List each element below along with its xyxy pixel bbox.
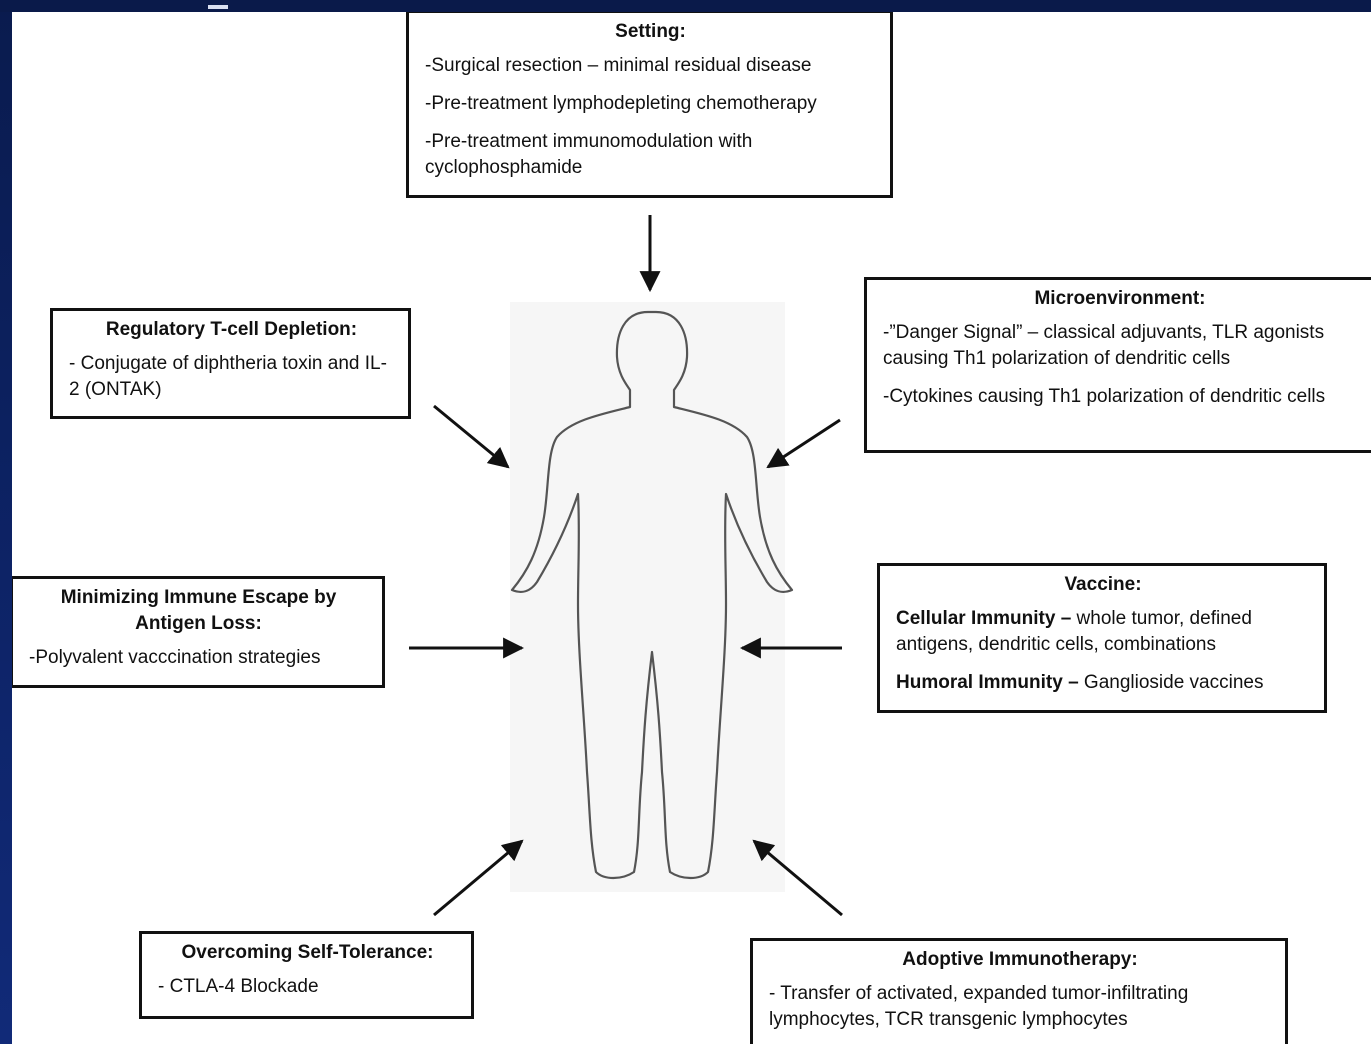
arrow-icon	[433, 839, 524, 917]
vaccine-box: Vaccine: Cellular Immunity – whole tumor…	[877, 563, 1327, 713]
immune-escape-box: Minimizing Immune Escape by Antigen Loss…	[12, 576, 385, 688]
title-remnant	[208, 5, 228, 9]
micro-item: -”Danger Signal” – classical adjuvants, …	[883, 322, 1325, 369]
escape-item: -Polyvalent vacccination strategies	[29, 647, 321, 668]
figure-backdrop	[510, 302, 785, 892]
arrow-icon	[752, 839, 843, 917]
adoptive-item: - Transfer of activated, expanded tumor-…	[769, 983, 1189, 1030]
treg-title: Regulatory T-cell Depletion:	[105, 319, 358, 340]
micro-item: -Cytokines causing Th1 polarization of d…	[883, 386, 1326, 407]
micro-title: Microenvironment:	[1034, 288, 1206, 309]
tolerance-title: Overcoming Self-Tolerance:	[181, 942, 434, 963]
setting-item: -Surgical resection – minimal residual d…	[425, 55, 812, 76]
arrow-icon	[766, 418, 841, 469]
vaccine-humoral: Humoral Immunity – Ganglioside vaccines	[896, 670, 1310, 696]
treg-item: - Conjugate of diphtheria toxin and IL-2…	[69, 353, 387, 400]
diagram-art	[409, 215, 843, 917]
adoptive-title: Adoptive Immunotherapy:	[902, 949, 1138, 970]
vaccine-title: Vaccine:	[1064, 574, 1142, 595]
cellular-text: whole tumor, defined antigens, dendritic…	[896, 608, 1252, 655]
setting-item: -Pre-treatment lymphodepleting chemother…	[425, 93, 817, 114]
setting-item: -Pre-treatment immunomodulation with cyc…	[425, 131, 753, 178]
human-figure-icon	[510, 310, 794, 880]
arrow-icon	[433, 404, 510, 469]
vaccine-cellular: Cellular Immunity – whole tumor, defined…	[896, 606, 1310, 658]
diagram-canvas: Setting: -Surgical resection – minimal r…	[12, 12, 1371, 1044]
setting-box: Setting: -Surgical resection – minimal r…	[406, 12, 893, 198]
humoral-label: Humoral Immunity –	[896, 672, 1079, 693]
microenvironment-box: Microenvironment: -”Danger Signal” – cla…	[864, 277, 1371, 453]
self-tolerance-box: Overcoming Self-Tolerance: - CTLA-4 Bloc…	[139, 931, 474, 1019]
setting-title: Setting:	[615, 21, 686, 42]
escape-title: Minimizing Immune Escape by Antigen Loss…	[60, 587, 337, 634]
tolerance-item: - CTLA-4 Blockade	[158, 976, 319, 997]
cellular-label: Cellular Immunity –	[896, 608, 1072, 629]
adoptive-immunotherapy-box: Adoptive Immunotherapy: - Transfer of ac…	[750, 938, 1288, 1044]
treg-depletion-box: Regulatory T-cell Depletion: - Conjugate…	[50, 308, 411, 419]
humoral-text: Ganglioside vaccines	[1078, 672, 1264, 693]
slide-top-stripe	[0, 0, 1371, 12]
